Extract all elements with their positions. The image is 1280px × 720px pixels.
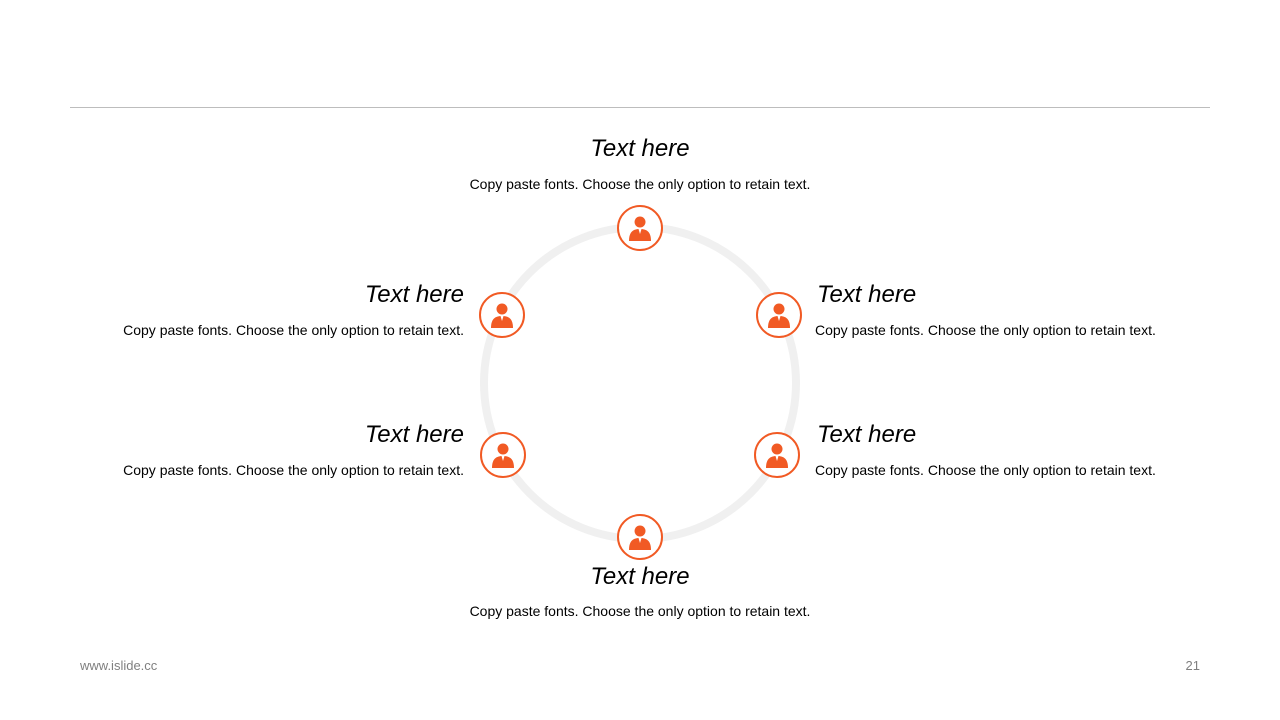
person-icon (491, 303, 513, 328)
person-icon (629, 216, 651, 241)
person-icon (768, 303, 790, 328)
node-upper-right (756, 292, 802, 338)
title-upper-left: Text here (364, 281, 464, 308)
page-number: 21 (1185, 658, 1200, 673)
desc-upper-right: Copy paste fonts. Choose the only option… (815, 322, 1156, 338)
person-icon (766, 443, 788, 468)
header-divider (70, 107, 1210, 108)
footer-url[interactable]: www.islide.cc (80, 658, 158, 673)
desc-lower-right: Copy paste fonts. Choose the only option… (815, 462, 1156, 478)
person-icon (492, 443, 514, 468)
node-upper-left (479, 292, 525, 338)
title-top: Text here (590, 135, 690, 162)
desc-upper-left: Copy paste fonts. Choose the only option… (123, 322, 464, 338)
desc-lower-left: Copy paste fonts. Choose the only option… (123, 462, 464, 478)
desc-bottom: Copy paste fonts. Choose the only option… (469, 603, 811, 619)
title-bottom: Text here (590, 563, 690, 590)
title-upper-right: Text here (817, 281, 917, 308)
person-icon (629, 525, 651, 550)
node-bottom (617, 514, 663, 560)
node-top (617, 205, 663, 251)
node-lower-left (480, 432, 526, 478)
node-lower-right (754, 432, 800, 478)
title-lower-left: Text here (364, 421, 464, 448)
title-lower-right: Text here (817, 421, 917, 448)
desc-top: Copy paste fonts. Choose the only option… (469, 176, 811, 192)
cycle-ring (480, 223, 800, 543)
